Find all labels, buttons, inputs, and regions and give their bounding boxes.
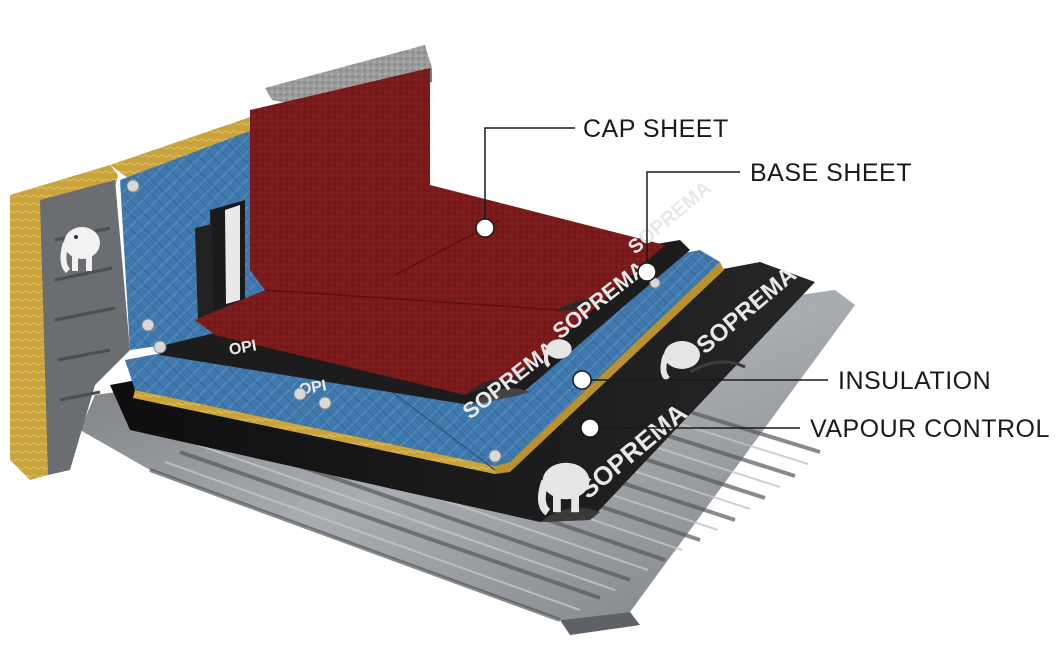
callout-dot-icon	[637, 262, 657, 282]
fastener-plate-icon	[488, 449, 502, 463]
callout-dot-icon	[580, 418, 600, 438]
callout-dot-icon	[572, 370, 592, 390]
callout-label-base-sheet: BASE SHEET	[750, 159, 912, 187]
callout-vapour-control: VAPOUR CONTROL	[580, 415, 1050, 443]
fastener-plate-icon	[153, 340, 167, 354]
fastener-plate-icon	[141, 318, 155, 332]
elephant-logo-icon	[538, 462, 590, 516]
insulation-print-1: OPI	[228, 337, 258, 359]
callout-dot-icon	[475, 218, 495, 238]
elephant-logo-icon	[60, 227, 100, 274]
callout-base-sheet: BASE SHEET	[637, 159, 912, 282]
fastener-plate-icon	[293, 387, 307, 401]
callout-label-vapour-control: VAPOUR CONTROL	[810, 415, 1050, 443]
fastener-plate-icon	[126, 179, 140, 193]
callout-label-cap-sheet: CAP SHEET	[583, 115, 729, 143]
fastener-plate-icon	[318, 396, 332, 410]
cap-sheet-layer	[195, 185, 665, 395]
callout-label-insulation: INSULATION	[838, 367, 991, 395]
fastener-plate-icon	[649, 277, 661, 289]
parapet-wall	[10, 45, 432, 480]
callout-insulation: INSULATION	[572, 367, 991, 395]
callout-cap-sheet: CAP SHEET	[475, 115, 729, 238]
elephant-logo-icon	[543, 339, 572, 368]
elephant-logo-icon	[660, 341, 700, 382]
fasteners	[126, 179, 661, 463]
